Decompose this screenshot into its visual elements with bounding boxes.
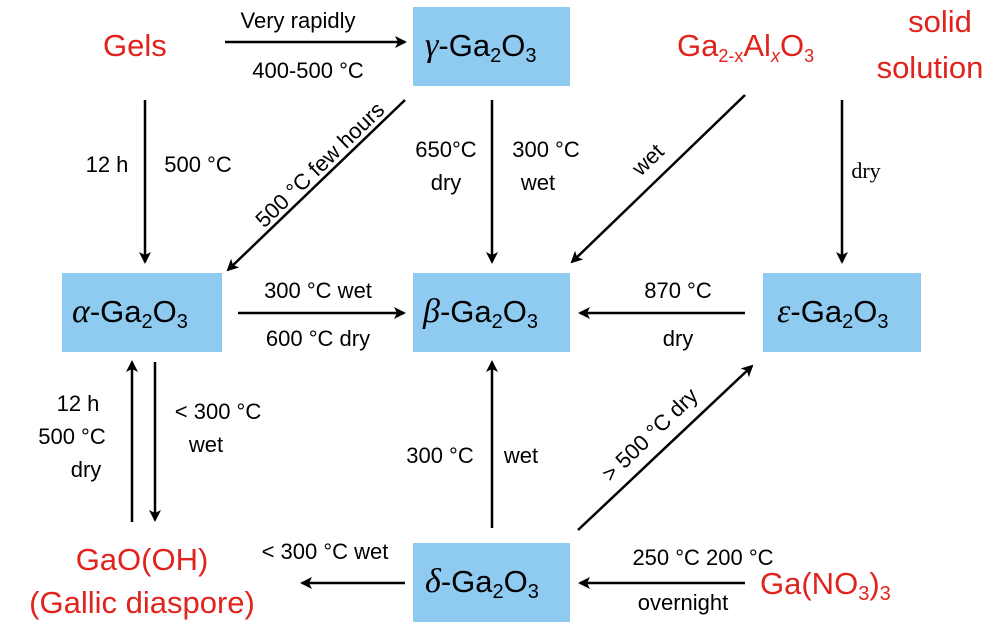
edge-label-lt-300c-alpha: < 300 °C xyxy=(175,399,262,424)
edge-label-600c-dry: 600 °C dry xyxy=(266,326,370,351)
beta-box xyxy=(413,273,570,352)
edge-label-wet-delta: wet xyxy=(503,443,538,468)
edge-label-400-500: 400-500 °C xyxy=(252,58,364,83)
epsilon-label: ε-Ga2O3 xyxy=(777,293,888,333)
delta-label: δ-Ga2O3 xyxy=(425,563,539,603)
edge-label-12h-left: 12 h xyxy=(86,152,129,177)
gallic-diaspore-label: (Gallic diaspore) xyxy=(29,585,255,620)
edge-label-dry-gamma: dry xyxy=(431,170,462,195)
beta-label: β-Ga2O3 xyxy=(422,293,538,333)
edge-label-overnight: overnight xyxy=(638,590,729,615)
alpha-label: α-Ga2O3 xyxy=(72,293,188,333)
edge-label-500c-few-hours: 500 °C few hours xyxy=(250,97,389,232)
edge-label-dry-gaooh: dry xyxy=(71,457,102,482)
ga-nitrate-label: Ga(NO3)3 xyxy=(760,566,891,605)
arrow-delta-to-epsilon xyxy=(577,364,754,531)
edge-label-500c-right: 500 °C xyxy=(164,152,232,177)
gaooh-label: GaO(OH) xyxy=(76,542,209,577)
edge-label-wet-gamma: wet xyxy=(520,170,555,195)
edge-label-wet-alpha: wet xyxy=(188,432,223,457)
solid-label: solid xyxy=(908,4,972,39)
arrow-gamma-to-alpha xyxy=(226,99,406,272)
epsilon-box xyxy=(763,273,921,352)
gamma-label: γ-Ga2O3 xyxy=(425,27,536,67)
edge-label-dry-ss: dry xyxy=(851,158,880,183)
gamma-box xyxy=(413,7,570,86)
edge-label-gt-500c-dry: > 500 °C dry xyxy=(597,383,703,487)
edge-label-300c-delta: 300 °C xyxy=(406,443,474,468)
delta-box xyxy=(413,543,570,622)
solution-label: solution xyxy=(877,50,984,85)
arrow-solid-solution-to-beta xyxy=(570,94,746,264)
edge-label-lt-300c-wet: < 300 °C wet xyxy=(262,539,389,564)
edge-label-300c-wet: 300 °C wet xyxy=(264,278,372,303)
edge-label-dry-epsilon: dry xyxy=(663,326,694,351)
edge-label-12h-gaooh: 12 h xyxy=(57,391,100,416)
edge-label-650c: 650°C xyxy=(415,137,477,162)
gels-label: Gels xyxy=(103,28,167,63)
edge-label-250c-200c: 250 °C 200 °C xyxy=(632,545,773,570)
edge-label-very-rapidly: Very rapidly xyxy=(241,8,356,33)
edge-label-500c-gaooh: 500 °C xyxy=(38,424,106,449)
edge-label-870c: 870 °C xyxy=(644,278,712,303)
solid-solution-formula: Ga2-xAlxO3 xyxy=(677,28,814,66)
alpha-box xyxy=(62,273,222,352)
edge-label-300c-gamma: 300 °C xyxy=(512,137,580,162)
